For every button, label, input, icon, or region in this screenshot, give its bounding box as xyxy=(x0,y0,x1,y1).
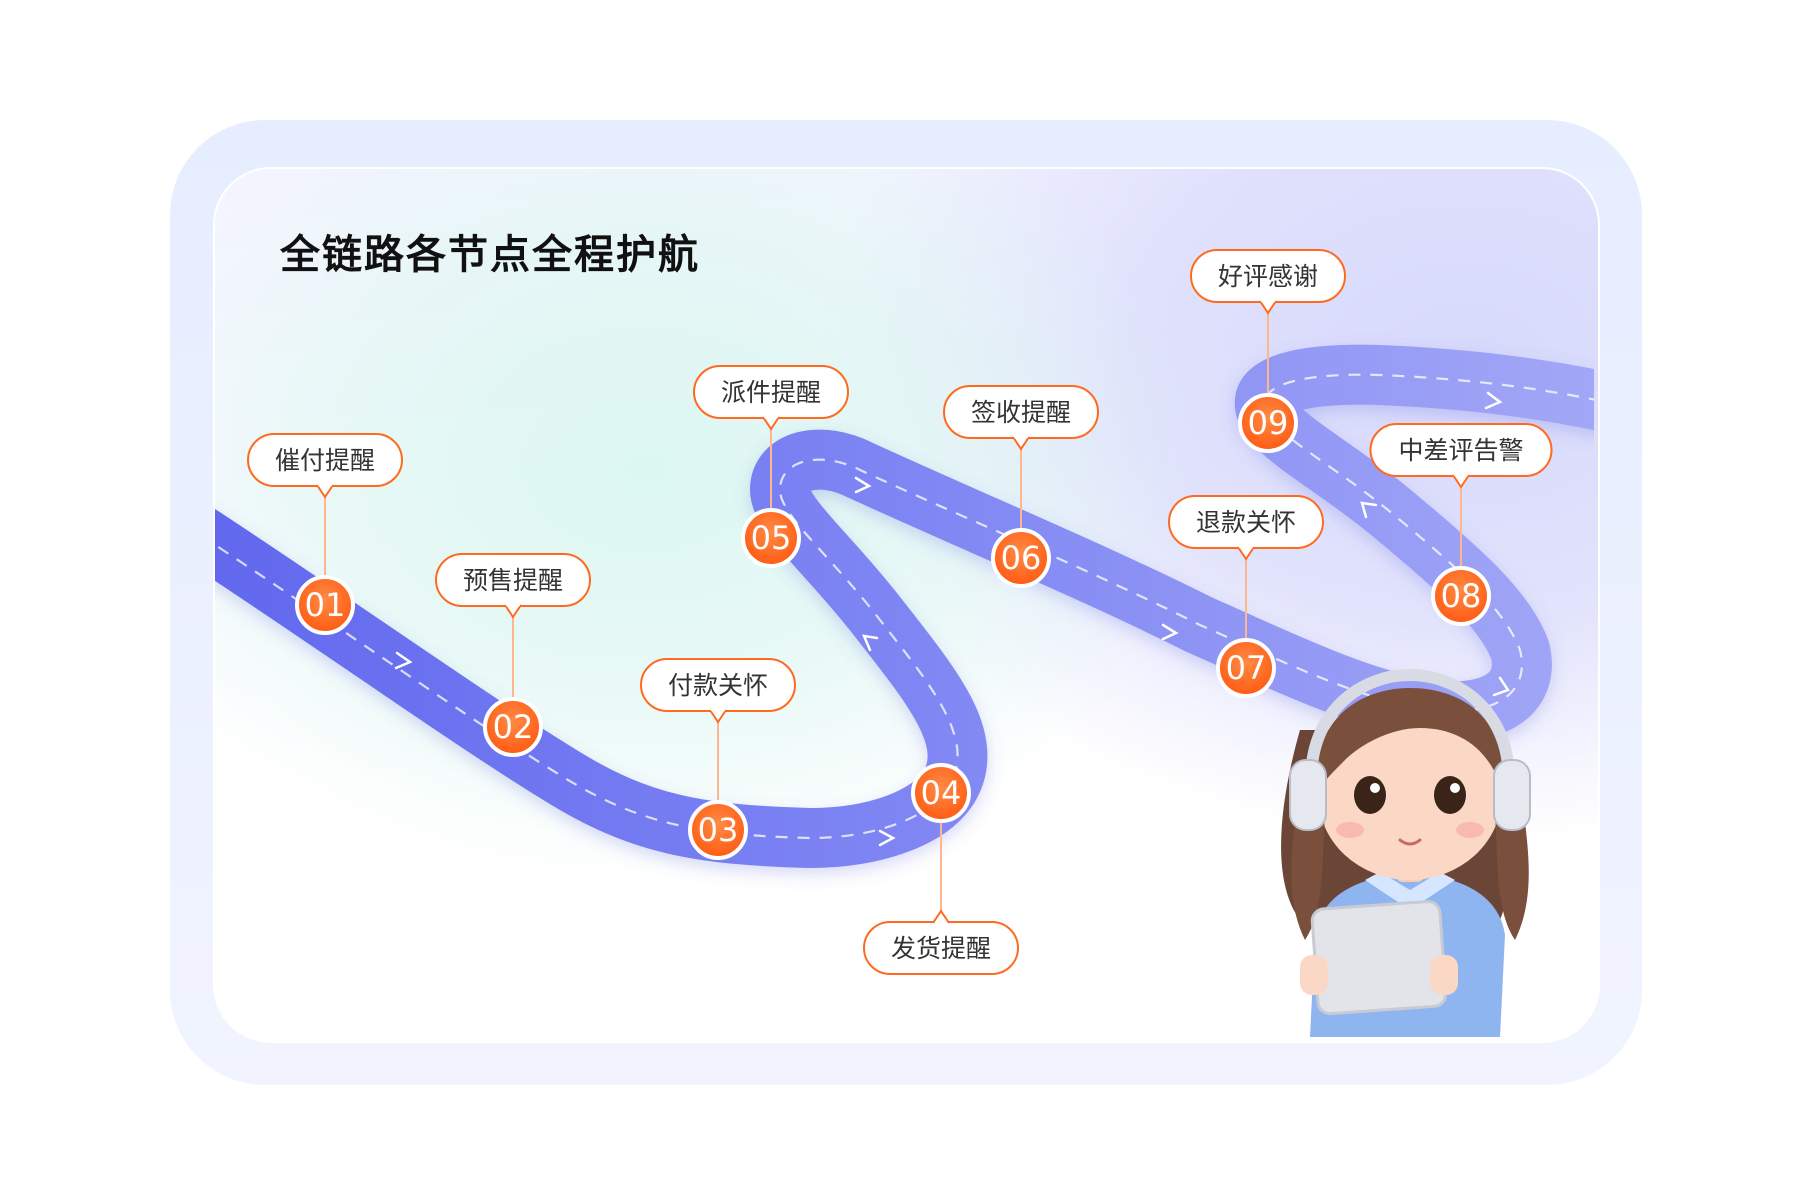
node-circle xyxy=(1238,393,1298,453)
node-label: 中差评告警 xyxy=(1398,436,1523,465)
callout-pointer xyxy=(1237,546,1255,561)
node-number: 07 xyxy=(1226,649,1267,687)
node-circle xyxy=(688,800,748,860)
callout-pointer-cover xyxy=(506,603,520,606)
node-label: 退款关怀 xyxy=(1196,508,1296,537)
node-05: 派件提醒 05 xyxy=(693,365,849,568)
node-number: 05 xyxy=(751,519,792,557)
callout-pointer xyxy=(1259,300,1277,315)
node-number: 01 xyxy=(305,586,346,624)
callout-pointer-cover xyxy=(1014,435,1028,438)
nodes-layer: 催付提醒 01 预售提醒 02 付款关怀 03 发货提醒 04 派件提醒 05 签收提醒 06 退款关怀… xyxy=(247,249,1553,975)
node-number: 08 xyxy=(1441,577,1482,615)
node-circle xyxy=(911,763,971,823)
node-circle xyxy=(295,575,355,635)
node-label: 预售提醒 xyxy=(463,566,563,595)
node-circle xyxy=(483,697,543,757)
node-04: 发货提醒 04 xyxy=(863,763,1019,975)
node-label: 付款关怀 xyxy=(668,671,768,700)
node-label: 发货提醒 xyxy=(891,934,991,963)
node-number: 04 xyxy=(921,774,962,812)
arrow-icon xyxy=(394,391,1510,847)
node-label: 催付提醒 xyxy=(275,446,375,475)
node-number: 09 xyxy=(1248,404,1289,442)
node-08: 中差评告警 08 xyxy=(1369,423,1553,626)
node-number: 02 xyxy=(493,708,534,746)
callout-pointer xyxy=(504,604,522,619)
tablet-icon xyxy=(1300,900,1458,1016)
node-number: 03 xyxy=(698,811,739,849)
node-circle xyxy=(991,528,1051,588)
node-label: 派件提醒 xyxy=(721,378,821,407)
node-circle xyxy=(1216,638,1276,698)
node-number: 06 xyxy=(1001,539,1042,577)
node-label: 签收提醒 xyxy=(971,398,1071,427)
node-02: 预售提醒 02 xyxy=(435,553,591,757)
callout-pointer-cover xyxy=(764,415,778,418)
callout-pointer xyxy=(1012,436,1030,451)
callout-pointer xyxy=(1452,474,1470,489)
callout-pointer xyxy=(932,909,950,924)
callout-pointer xyxy=(709,709,727,724)
headphones-icon xyxy=(1289,668,1531,831)
node-09: 好评感谢 09 xyxy=(1190,249,1346,453)
callout-pointer-cover xyxy=(1454,473,1468,476)
node-circle xyxy=(741,508,801,568)
node-06: 签收提醒 06 xyxy=(943,385,1099,588)
node-07: 退款关怀 07 xyxy=(1168,495,1324,698)
page-title: 全链路各节点全程护航 xyxy=(280,232,700,278)
callout-pointer-cover xyxy=(934,923,948,926)
callout-pointer-cover xyxy=(711,708,725,711)
callout-pointer xyxy=(762,416,780,431)
callout-pointer-cover xyxy=(1261,299,1275,302)
node-circle xyxy=(1431,566,1491,626)
node-03: 付款关怀 03 xyxy=(640,658,796,860)
callout-pointer-cover xyxy=(1239,545,1253,548)
callout-pointer xyxy=(316,484,334,499)
callout-pointer-cover xyxy=(318,483,332,486)
node-01: 催付提醒 01 xyxy=(247,433,403,635)
node-label: 好评感谢 xyxy=(1218,262,1318,291)
